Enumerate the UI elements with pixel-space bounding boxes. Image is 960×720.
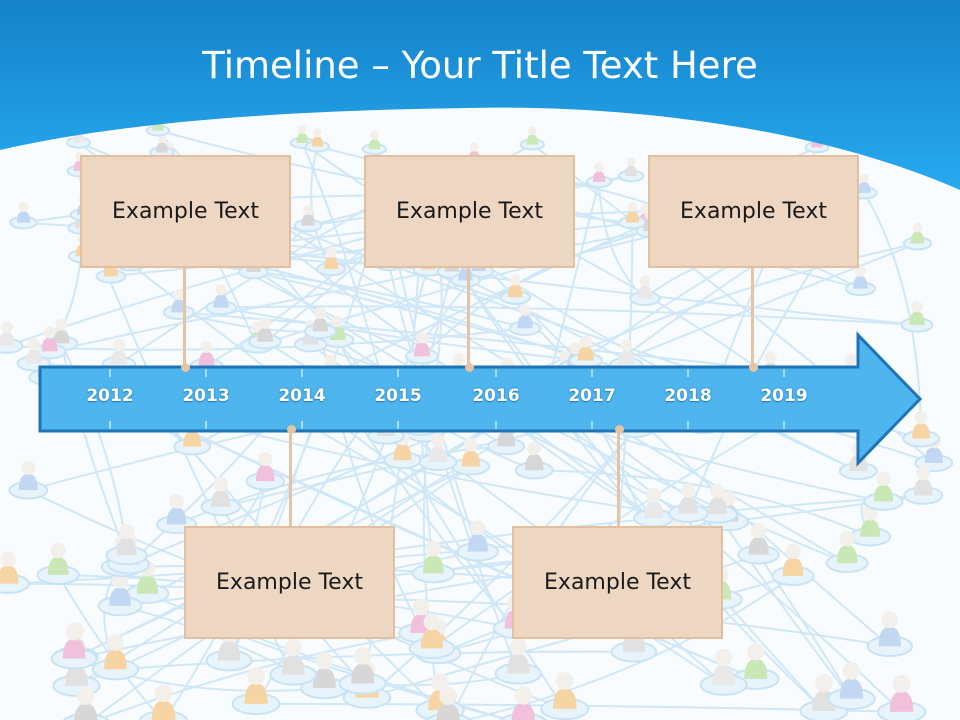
year-label: 2014 bbox=[278, 386, 326, 406]
connector-line bbox=[617, 429, 620, 527]
year-label: 2015 bbox=[374, 386, 422, 406]
box-text: Example Text bbox=[544, 570, 691, 595]
box-text: Example Text bbox=[680, 199, 827, 224]
connector-dot bbox=[749, 363, 758, 372]
box-text: Example Text bbox=[112, 199, 259, 224]
connector-dot bbox=[465, 363, 474, 372]
timeline-text-box[interactable]: Example Text bbox=[648, 155, 859, 268]
timeline-text-box[interactable]: Example Text bbox=[184, 526, 395, 639]
connector-dot bbox=[615, 425, 624, 434]
connector-line bbox=[467, 268, 470, 367]
timeline-text-box[interactable]: Example Text bbox=[364, 155, 575, 268]
year-label: 2016 bbox=[472, 386, 520, 406]
connector-dot bbox=[181, 363, 190, 372]
timeline-text-box[interactable]: Example Text bbox=[512, 526, 723, 639]
box-text: Example Text bbox=[396, 199, 543, 224]
connector-line bbox=[183, 268, 186, 367]
connector-dot bbox=[287, 425, 296, 434]
year-label: 2019 bbox=[760, 386, 808, 406]
page-title: Timeline – Your Title Text Here bbox=[202, 44, 758, 87]
year-label: 2012 bbox=[86, 386, 134, 406]
connector-line bbox=[751, 268, 754, 367]
connector-line bbox=[289, 429, 292, 527]
year-label: 2017 bbox=[568, 386, 616, 406]
year-label: 2018 bbox=[664, 386, 712, 406]
timeline-text-box[interactable]: Example Text bbox=[80, 155, 291, 268]
header-band bbox=[0, 0, 960, 190]
box-text: Example Text bbox=[216, 570, 363, 595]
year-label: 2013 bbox=[182, 386, 230, 406]
